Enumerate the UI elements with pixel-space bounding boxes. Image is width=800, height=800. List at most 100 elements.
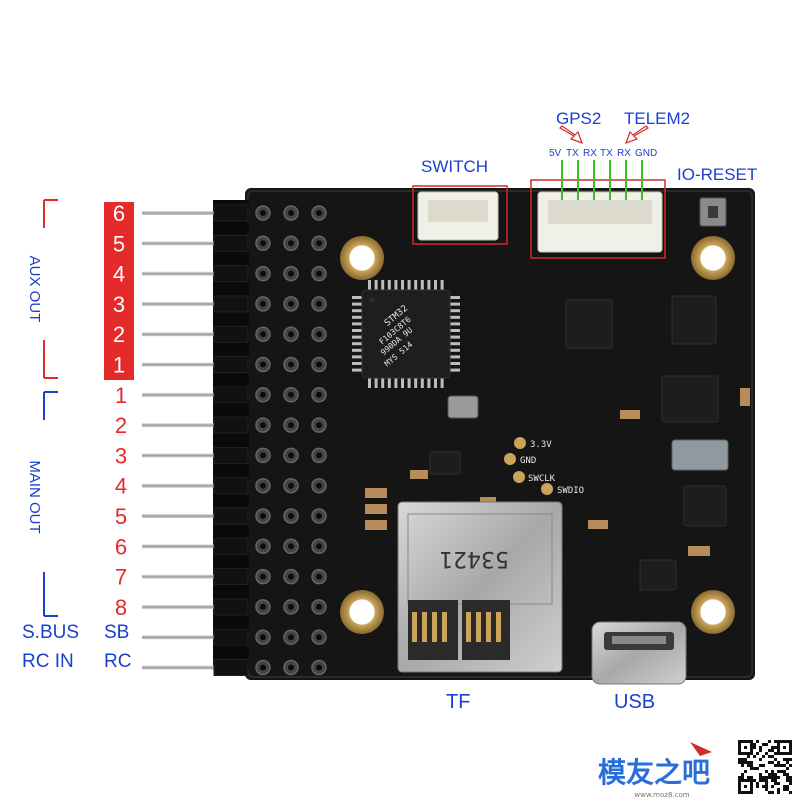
qr-module	[741, 773, 744, 776]
header-pad-hole	[288, 482, 294, 489]
qr-module	[759, 779, 762, 782]
qr-module	[771, 776, 774, 779]
header-pin	[142, 211, 216, 215]
qr-module	[741, 764, 744, 767]
qr-module	[756, 752, 759, 755]
qr-module	[789, 791, 792, 794]
main-out-label: MAIN OUT	[26, 460, 43, 533]
qr-module	[750, 743, 753, 746]
mcu-leg	[450, 368, 460, 372]
qr-module	[777, 746, 780, 749]
qr-module	[762, 785, 765, 788]
qr-module	[747, 776, 750, 779]
header-pin-housing	[213, 477, 249, 495]
silk-swdio: SWDIO	[557, 486, 584, 496]
qr-module	[747, 761, 750, 764]
qr-module	[747, 755, 750, 758]
qr-module	[783, 758, 786, 761]
qr-module	[753, 746, 756, 749]
switch-label: SWITCH	[421, 157, 488, 176]
mcu-leg	[352, 342, 362, 346]
mcu-leg	[374, 378, 378, 388]
qr-module	[783, 773, 786, 776]
qr-module	[765, 779, 768, 782]
header-pad-hole	[288, 300, 294, 307]
main-number: 1	[115, 383, 127, 408]
header-pad-hole	[288, 331, 294, 338]
qr-module	[777, 752, 780, 755]
qr-module	[771, 761, 774, 764]
mcu-leg	[450, 309, 460, 313]
mcu-leg	[450, 322, 460, 326]
qr-module	[765, 770, 768, 773]
qr-module	[777, 776, 780, 779]
qr-module	[759, 764, 762, 767]
header-pad-hole	[316, 240, 322, 247]
header-pad-hole	[316, 422, 322, 429]
mounting-hole-top-left	[340, 236, 384, 280]
qr-module	[762, 755, 765, 758]
mcu-leg	[352, 322, 362, 326]
qr-module	[750, 779, 753, 782]
qr-module	[750, 791, 753, 794]
qr-module	[750, 764, 753, 767]
main-number: 3	[115, 443, 127, 468]
crystal-oscillator	[671, 439, 729, 471]
qr-module	[762, 779, 765, 782]
qr-module	[744, 752, 747, 755]
mcu-leg	[450, 342, 460, 346]
qr-module	[771, 791, 774, 794]
qr-module	[789, 779, 792, 782]
main-number: 4	[115, 474, 127, 499]
header-pin-housing	[213, 386, 249, 404]
header-pad-hole	[260, 452, 266, 459]
qr-module	[750, 746, 753, 749]
header-pad-hole	[260, 422, 266, 429]
chip-small-1	[639, 559, 677, 591]
header-pin	[142, 514, 216, 518]
mcu-leg	[440, 378, 444, 388]
qr-module	[789, 764, 792, 767]
qr-module	[744, 785, 747, 788]
qr-module	[750, 782, 753, 785]
qr-module	[762, 764, 765, 767]
header-pad-hole	[260, 210, 266, 216]
gps2-label: GPS2	[556, 109, 601, 128]
header-pad-hole	[260, 270, 266, 277]
qr-module	[774, 764, 777, 767]
qr-module	[738, 791, 741, 794]
qr-module	[771, 746, 774, 749]
qr-module	[741, 776, 744, 779]
main-number: 7	[115, 565, 127, 590]
pin-labels: 5V TX RX TX RX GND	[549, 148, 657, 159]
qr-module	[753, 755, 756, 758]
rc-label: RC	[104, 651, 131, 672]
test-pad-swdio	[541, 483, 553, 495]
qr-module	[783, 764, 786, 767]
pin-label-rx-1: RX	[583, 148, 597, 159]
qr-module	[789, 743, 792, 746]
qr-module	[774, 779, 777, 782]
telem2-label: TELEM2	[624, 109, 690, 128]
qr-module	[786, 758, 789, 761]
header-pad-hole	[316, 391, 322, 398]
header-pad-hole	[316, 452, 322, 459]
qr-module	[780, 770, 783, 773]
qr-module	[786, 779, 789, 782]
qr-module	[750, 752, 753, 755]
pin-label-5v: 5V	[549, 148, 562, 159]
header-pad-hole	[288, 452, 294, 459]
qr-module	[771, 755, 774, 758]
mcu-leg	[434, 378, 437, 388]
qr-module	[738, 752, 741, 755]
mcu-leg	[381, 280, 385, 290]
qr-module	[753, 767, 756, 770]
header-pin-housing	[213, 568, 249, 586]
qr-module	[759, 776, 762, 779]
header-pad-hole	[260, 482, 266, 489]
switch-highlight-box	[412, 185, 508, 245]
mcu-leg	[427, 378, 431, 388]
mcu-leg	[352, 362, 362, 365]
test-pad-3v3	[514, 437, 526, 449]
mcu-leg	[407, 280, 411, 290]
